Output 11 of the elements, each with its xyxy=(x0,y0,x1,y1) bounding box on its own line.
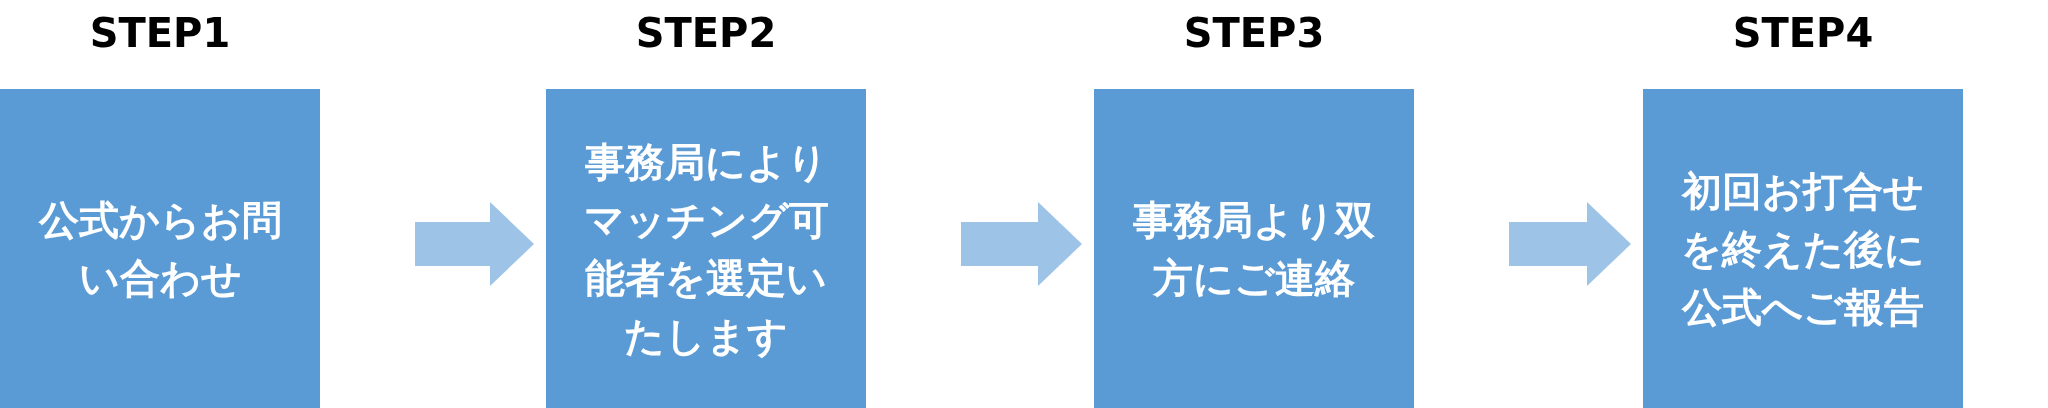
block-arrow xyxy=(415,202,534,286)
step-description: 事務局より双方にご連絡 xyxy=(1132,195,1376,303)
step-heading: STEP4 xyxy=(1731,9,1875,57)
block-arrow xyxy=(1509,202,1631,286)
step-description: 事務局によりマッチング可能者を選定いたします xyxy=(582,137,830,361)
step-heading: STEP1 xyxy=(88,9,232,57)
step-description: 公式からお問い合わせ xyxy=(37,195,283,303)
step-heading: STEP3 xyxy=(1182,9,1326,57)
block-arrow xyxy=(961,202,1082,286)
step-heading: STEP2 xyxy=(634,9,778,57)
step-description: 初回お打合せを終えた後に公式へご報告 xyxy=(1680,166,1926,332)
